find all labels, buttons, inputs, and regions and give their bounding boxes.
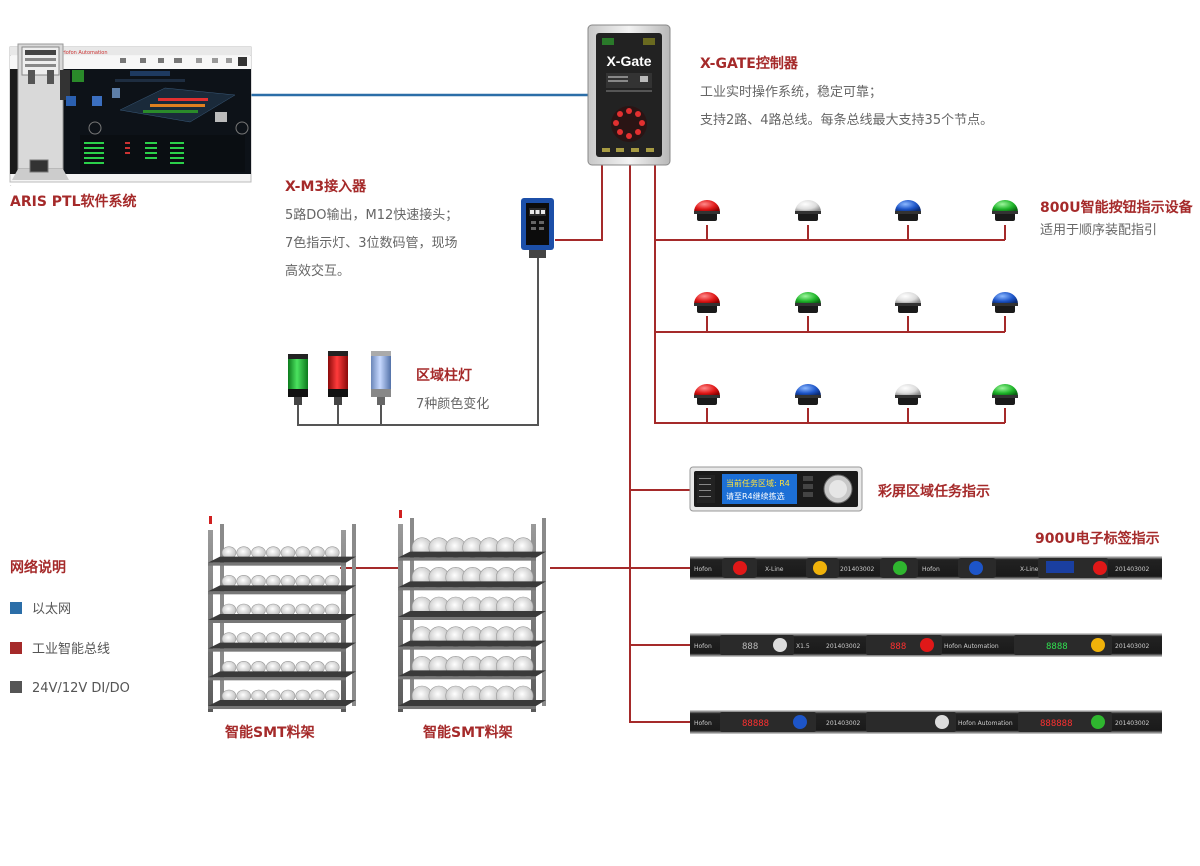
tower-desc: 7种颜色变化 <box>416 396 489 412</box>
bus-line-xm3 <box>555 163 603 241</box>
label-bar-1: Hofon X-Line 201403002 Hofon X-Line 2014… <box>690 556 1162 580</box>
bar3-text-4: 201403002 <box>1115 720 1150 727</box>
bus-line-800u <box>654 163 1005 424</box>
xgate-device-label: X-Gate <box>606 53 651 69</box>
rack1-label: 智能SMT料架 <box>224 724 315 741</box>
aris-title: ARIS PTL软件系统 <box>10 193 137 210</box>
xgate-title: X-GATE控制器 <box>700 55 799 72</box>
bar3-digits-2: 888888 <box>1040 719 1073 729</box>
button800-green-r3c4 <box>992 384 1018 405</box>
button800-white-r1c2 <box>795 200 821 221</box>
rack2-label: 智能SMT料架 <box>422 724 513 741</box>
xgate-desc-2: 支持2路、4路总线。每条总线最大支持35个节点。 <box>700 112 993 128</box>
color-display-device: 当前任务区域: R4 请至R4继续拣选 <box>689 466 863 512</box>
bar1-text-1: Hofon <box>694 566 712 573</box>
legend-swatch-bus <box>10 642 22 654</box>
legend-label-bus: 工业智能总线 <box>32 642 110 657</box>
svg-text:201403002: 201403002 <box>1115 566 1150 573</box>
bar1-text-3: 201403002 <box>840 566 875 573</box>
svg-text:.: . <box>10 182 12 188</box>
xm3-desc-2: 7色指示灯、3位数码管，现场 <box>285 235 458 251</box>
label-bar-3: Hofon 88888 201403002 Hofon Automation 8… <box>690 710 1162 734</box>
button800-green-r1c4 <box>992 200 1018 221</box>
smt-rack-1 <box>208 516 356 712</box>
bus-lines <box>340 163 1006 723</box>
tower-light-green <box>288 354 308 405</box>
button800-blue-r3c2 <box>795 384 821 405</box>
tower-title: 区域柱灯 <box>416 367 472 384</box>
xm3-title: X-M3接入器 <box>285 178 367 195</box>
bus-line-900u <box>629 163 690 723</box>
button800-red-r3c1 <box>694 384 720 405</box>
legend-swatch-io <box>10 681 22 693</box>
legend-swatch-ethernet <box>10 602 22 614</box>
svg-text:Hofon Automation: Hofon Automation <box>62 50 108 56</box>
button800-white-r3c3 <box>895 384 921 405</box>
button800-blue-r2c4 <box>992 292 1018 313</box>
bar2-digits-3: 8888 <box>1046 642 1068 652</box>
display-line-2: 请至R4继续拣选 <box>726 491 785 501</box>
legend-label-io: 24V/12V DI/DO <box>32 681 130 696</box>
tower-light-blue <box>371 351 391 405</box>
label-bar-2: Hofon 888 X1.5 201403002 888 Hofon Autom… <box>690 633 1162 657</box>
xgate-desc-1: 工业实时操作系统，稳定可靠； <box>700 84 882 100</box>
display-title: 彩屏区域任务指示 <box>877 483 990 500</box>
bar2-digits-2: 888 <box>890 642 906 652</box>
bar3-digits-1: 88888 <box>742 719 769 729</box>
aris-software-screen: Hofon Automation <box>9 43 252 188</box>
bar3-text-1: Hofon <box>694 720 712 727</box>
bar2-text-2: X1.5 <box>796 643 810 650</box>
bar1-text-2: X-Line <box>765 566 784 573</box>
bar2-text-5: 201403002 <box>1115 643 1150 650</box>
bar1-text-5: X-Line <box>1020 566 1039 573</box>
button800-grid <box>694 200 1018 405</box>
xm3-desc-1: 5路DO输出，M12快速接头； <box>285 207 458 223</box>
tower-light-red <box>328 351 348 405</box>
bar3-text-2: 201403002 <box>826 720 861 727</box>
xm3-connector <box>521 198 554 258</box>
smt-rack-2 <box>398 510 546 712</box>
button800-green-r2c2 <box>795 292 821 313</box>
smt-racks <box>208 510 546 712</box>
bar2-text-4: Hofon Automation <box>944 643 999 650</box>
button800-red-r2c1 <box>694 292 720 313</box>
bar3-text-3: Hofon Automation <box>958 720 1013 727</box>
button800-red-r1c1 <box>694 200 720 221</box>
io-line-tower <box>297 258 539 426</box>
button800-desc: 适用于顺序装配指引 <box>1040 223 1157 238</box>
legend-title: 网络说明 <box>10 559 66 576</box>
button800-title: 800U智能按钮指示设备 <box>1040 199 1194 216</box>
display-line-1: 当前任务区域: R4 <box>726 478 790 488</box>
legend: 网络说明 以太网 工业智能总线 24V/12V DI/DO <box>10 559 130 696</box>
label900-title: 900U电子标签指示 <box>1035 530 1160 547</box>
bar1-text-4: Hofon <box>922 566 940 573</box>
bar2-digits-1: 888 <box>742 642 758 652</box>
io-lines <box>297 258 539 426</box>
tower-lights <box>288 351 391 405</box>
xm3-desc-3: 高效交互。 <box>285 263 350 279</box>
bar2-text-1: Hofon <box>694 643 712 650</box>
button800-blue-r1c3 <box>895 200 921 221</box>
xgate-controller: X-Gate <box>587 24 671 166</box>
button800-white-r2c3 <box>895 292 921 313</box>
legend-label-ethernet: 以太网 <box>32 602 71 617</box>
bar2-text-3: 201403002 <box>826 643 861 650</box>
